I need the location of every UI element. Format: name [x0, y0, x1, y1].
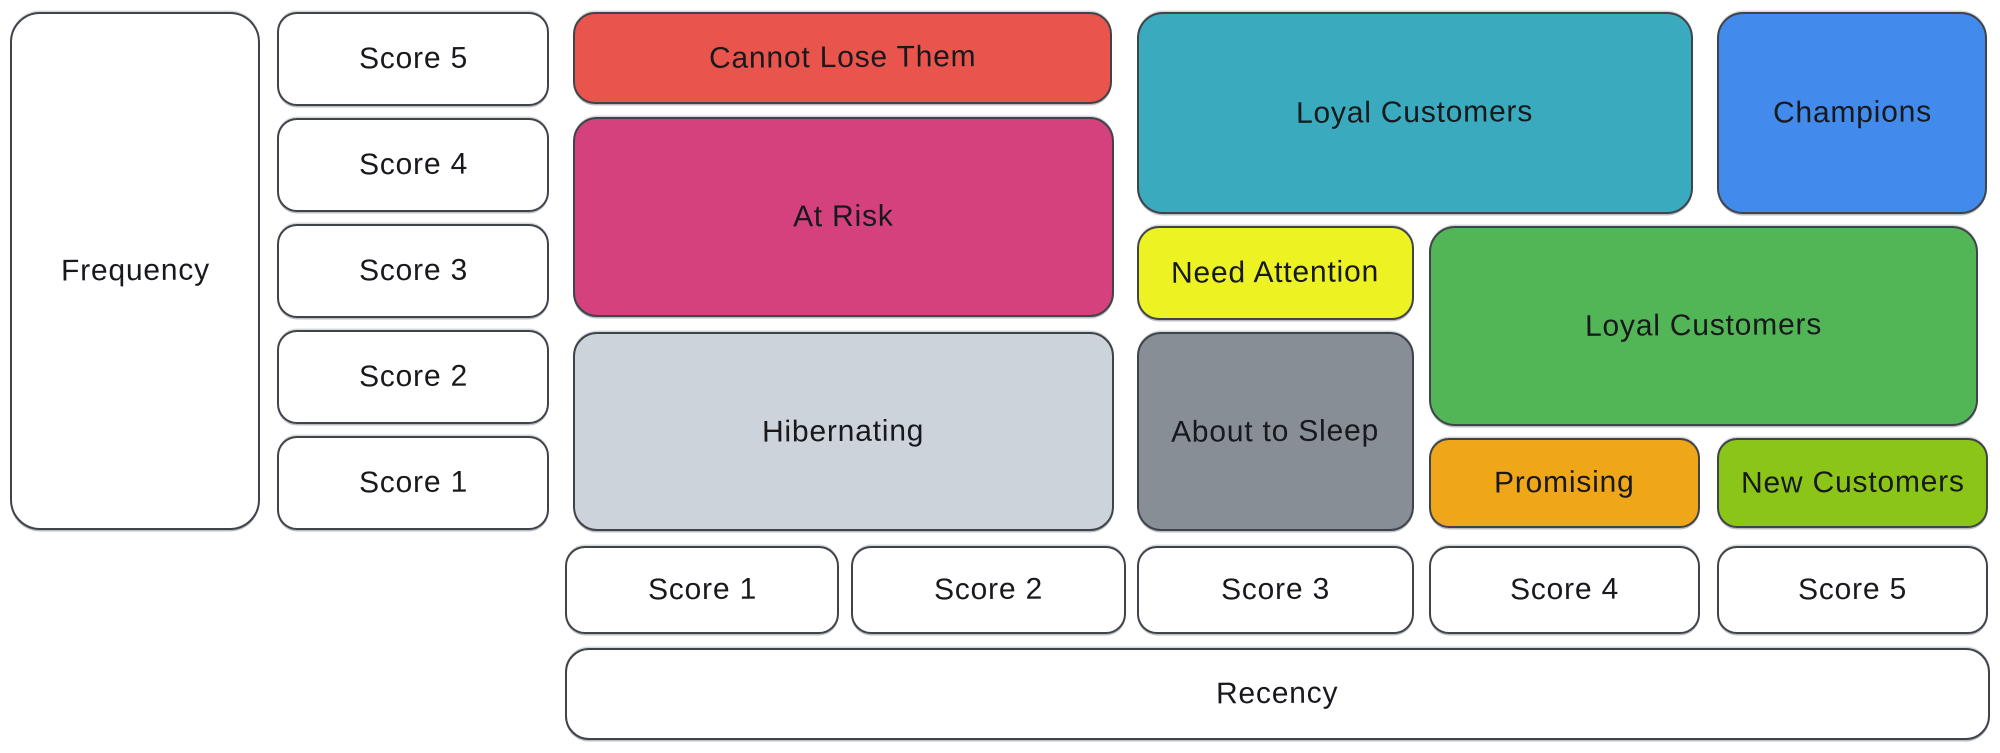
segment-champions: Champions — [1717, 12, 1987, 214]
axis-label: Score 4 — [358, 147, 468, 182]
recency-score-2-box: Score 2 — [851, 546, 1126, 634]
axis-label: Score 3 — [358, 253, 468, 288]
segment-label: Champions — [1772, 95, 1932, 130]
segment-about-to-sleep: About to Sleep — [1137, 332, 1414, 531]
segment-hibernating: Hibernating — [573, 332, 1114, 531]
axis-label: Score 1 — [647, 572, 757, 607]
axis-label: Frequency — [60, 253, 210, 288]
segment-new-customers: New Customers — [1717, 438, 1988, 528]
axis-label: Score 1 — [358, 465, 468, 500]
segment-label: About to Sleep — [1171, 413, 1380, 449]
axis-label: Score 5 — [358, 41, 468, 76]
recency-score-5-box: Score 5 — [1717, 546, 1988, 634]
frequency-axis-label-box: Frequency — [10, 12, 260, 530]
segment-at-risk: At Risk — [573, 117, 1114, 317]
frequency-score-1-box: Score 1 — [277, 436, 549, 530]
segment-label: Cannot Lose Them — [708, 40, 977, 75]
recency-score-1-box: Score 1 — [565, 546, 839, 634]
recency-score-4-box: Score 4 — [1429, 546, 1700, 634]
frequency-score-4-box: Score 4 — [277, 118, 549, 212]
segment-loyal-customers-mid: Loyal Customers — [1429, 226, 1978, 426]
segment-label: Hibernating — [762, 413, 925, 449]
segment-label: New Customers — [1740, 465, 1965, 500]
axis-label: Score 2 — [933, 572, 1044, 607]
recency-score-3-box: Score 3 — [1137, 546, 1414, 634]
segment-promising: Promising — [1429, 438, 1700, 528]
segment-label: At Risk — [793, 199, 894, 234]
axis-label: Recency — [1216, 676, 1339, 711]
axis-label: Score 4 — [1509, 572, 1620, 607]
segment-need-attention: Need Attention — [1137, 226, 1414, 320]
recency-axis-label-box: Recency — [565, 648, 1990, 740]
segment-label: Loyal Customers — [1584, 308, 1823, 343]
frequency-score-3-box: Score 3 — [277, 224, 549, 318]
frequency-score-2-box: Score 2 — [277, 330, 549, 424]
axis-label: Score 5 — [1797, 572, 1908, 607]
segment-cannot-lose-them: Cannot Lose Them — [573, 12, 1112, 104]
segment-loyal-customers-top: Loyal Customers — [1137, 12, 1693, 214]
frequency-score-5-box: Score 5 — [277, 12, 549, 106]
segment-label: Need Attention — [1171, 255, 1380, 290]
axis-label: Score 3 — [1220, 572, 1331, 607]
axis-label: Score 2 — [358, 359, 468, 394]
segment-label: Promising — [1494, 465, 1635, 500]
segment-label: Loyal Customers — [1296, 95, 1534, 130]
